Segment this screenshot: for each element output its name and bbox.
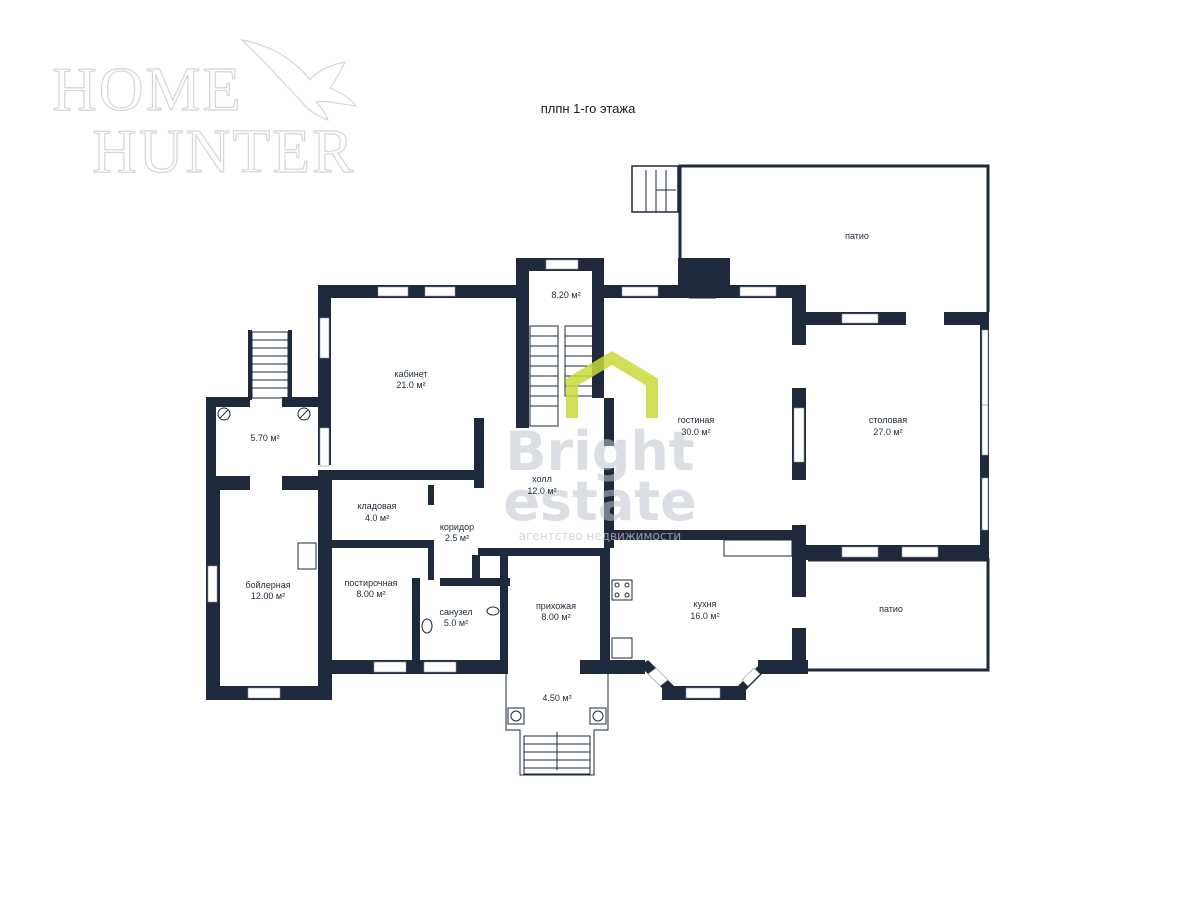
room-labels: 8.20 м² кабинет 21.0 м² гостиная 30.0 м²… [245, 231, 907, 703]
room-area-boilernaya: 12.00 м² [251, 591, 285, 601]
logo-line2: HUNTER [92, 118, 355, 186]
watermark-subtitle: агентство недвижимости [519, 529, 681, 543]
home-hunter-logo: HOME HUNTER [51, 39, 358, 187]
room-name-patio-upper: патио [845, 231, 869, 241]
room-area-kukhnya: 16.0 м² [690, 611, 719, 621]
room-name-gostinaya: гостиная [678, 415, 715, 425]
room-area-kabinet: 21.0 м² [396, 380, 425, 390]
room-area-stolovaya: 27.0 м² [873, 427, 902, 437]
stairs [251, 325, 609, 776]
room-area-stairwell: 8.20 м² [551, 290, 580, 300]
lower-patio-outline [808, 558, 990, 672]
room-area-kladovaya: 4.0 м² [365, 513, 389, 523]
upper-patio-outline [631, 164, 990, 312]
room-name-prikhozhaya: прихожая [536, 601, 576, 611]
room-name-boilernaya: бойлерная [245, 580, 290, 590]
plan-title: плпн 1-го этажа [541, 101, 636, 116]
fixtures [217, 272, 793, 725]
bright-estate-watermark: Bright estate агентство недвижимости [503, 351, 697, 543]
windows [207, 259, 989, 699]
room-area-porch: 4.50 м² [542, 693, 571, 703]
logo-line1: HOME [52, 56, 243, 124]
room-area-vestibule: 5.70 м² [250, 433, 279, 443]
room-name-kladovaya: кладовая [357, 501, 396, 511]
room-area-prikhozhaya: 8.00 м² [541, 612, 570, 622]
room-name-patio-lower: патио [879, 604, 903, 614]
room-name-stolovaya: столовая [869, 415, 907, 425]
room-name-kabinet: кабинет [394, 369, 427, 379]
room-area-holl: 12.0 м² [527, 486, 556, 496]
room-area-sanuzel: 5.0 м² [444, 618, 468, 628]
room-area-postirochnaya: 8.00 м² [356, 589, 385, 599]
room-name-postirochnaya: постирочная [345, 578, 398, 588]
walls [206, 258, 989, 700]
room-area-koridor: 2.5 м² [445, 533, 469, 543]
room-name-sanuzel: санузел [440, 607, 473, 617]
watermark-line2: estate [503, 470, 696, 533]
room-name-kukhnya: кухня [694, 599, 717, 609]
eagle-icon [240, 39, 358, 121]
room-name-holl: холл [532, 474, 552, 484]
watermark-line1: Bright [505, 420, 694, 483]
room-name-koridor: коридор [440, 522, 474, 532]
room-area-gostinaya: 30.0 м² [681, 427, 710, 437]
